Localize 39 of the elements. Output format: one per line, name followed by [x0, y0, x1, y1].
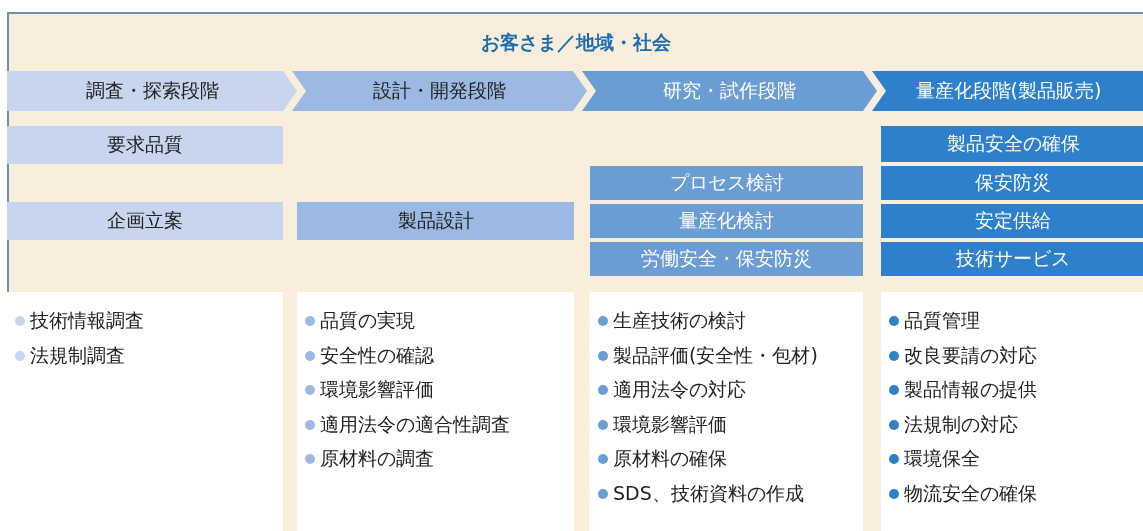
- list-item: 技術情報調査: [30, 308, 144, 334]
- stage-header-band: 設計・開発段階: [292, 71, 587, 111]
- task-box: 企画立案: [7, 202, 283, 240]
- list-item: 原材料の調査: [320, 446, 434, 472]
- list-item: 環境影響評価: [613, 411, 727, 437]
- task-box: 量産化検討: [590, 204, 863, 238]
- list-item: 法規制の対応: [904, 411, 1018, 437]
- stage-header-band: 調査・探索段階: [7, 71, 297, 111]
- list-card: [881, 292, 1143, 531]
- task-box: 製品設計: [297, 202, 574, 240]
- list-item: 環境影響評価: [320, 377, 434, 403]
- list-item: 製品評価(安全性・包材): [613, 342, 818, 368]
- stage-header-band: 研究・試作段階: [582, 71, 877, 111]
- list-card: [297, 292, 574, 531]
- list-item: 物流安全の確保: [904, 480, 1037, 506]
- list-item: 生産技術の検討: [613, 308, 746, 334]
- task-box: 要求品質: [7, 126, 283, 164]
- list-item: 品質の実現: [320, 308, 415, 334]
- stage-header-band: 量産化段階(製品販売): [872, 71, 1143, 111]
- task-box: 保安防災: [881, 166, 1143, 200]
- background-panel: [7, 12, 1143, 531]
- task-box: 労働安全・保安防災: [590, 242, 863, 276]
- task-box: 技術サービス: [881, 242, 1143, 276]
- list-item: 適用法令の対応: [613, 377, 746, 403]
- list-item: 適用法令の適合性調査: [320, 411, 510, 437]
- list-card: [7, 292, 283, 531]
- list-item: 改良要請の対応: [904, 342, 1037, 368]
- list-item: SDS、技術資料の作成: [613, 480, 804, 506]
- panel-title: お客さま／地域・社会: [480, 30, 672, 55]
- task-box: 安定供給: [881, 204, 1143, 238]
- task-box: 製品安全の確保: [881, 126, 1143, 162]
- list-item: 製品情報の提供: [904, 377, 1037, 403]
- list-card: [590, 292, 863, 531]
- list-item: 安全性の確認: [320, 342, 434, 368]
- list-item: 環境保全: [904, 446, 980, 472]
- list-item: 法規制調査: [30, 342, 125, 368]
- task-box: プロセス検討: [590, 166, 863, 200]
- list-item: 品質管理: [904, 308, 980, 334]
- list-item: 原材料の確保: [613, 446, 727, 472]
